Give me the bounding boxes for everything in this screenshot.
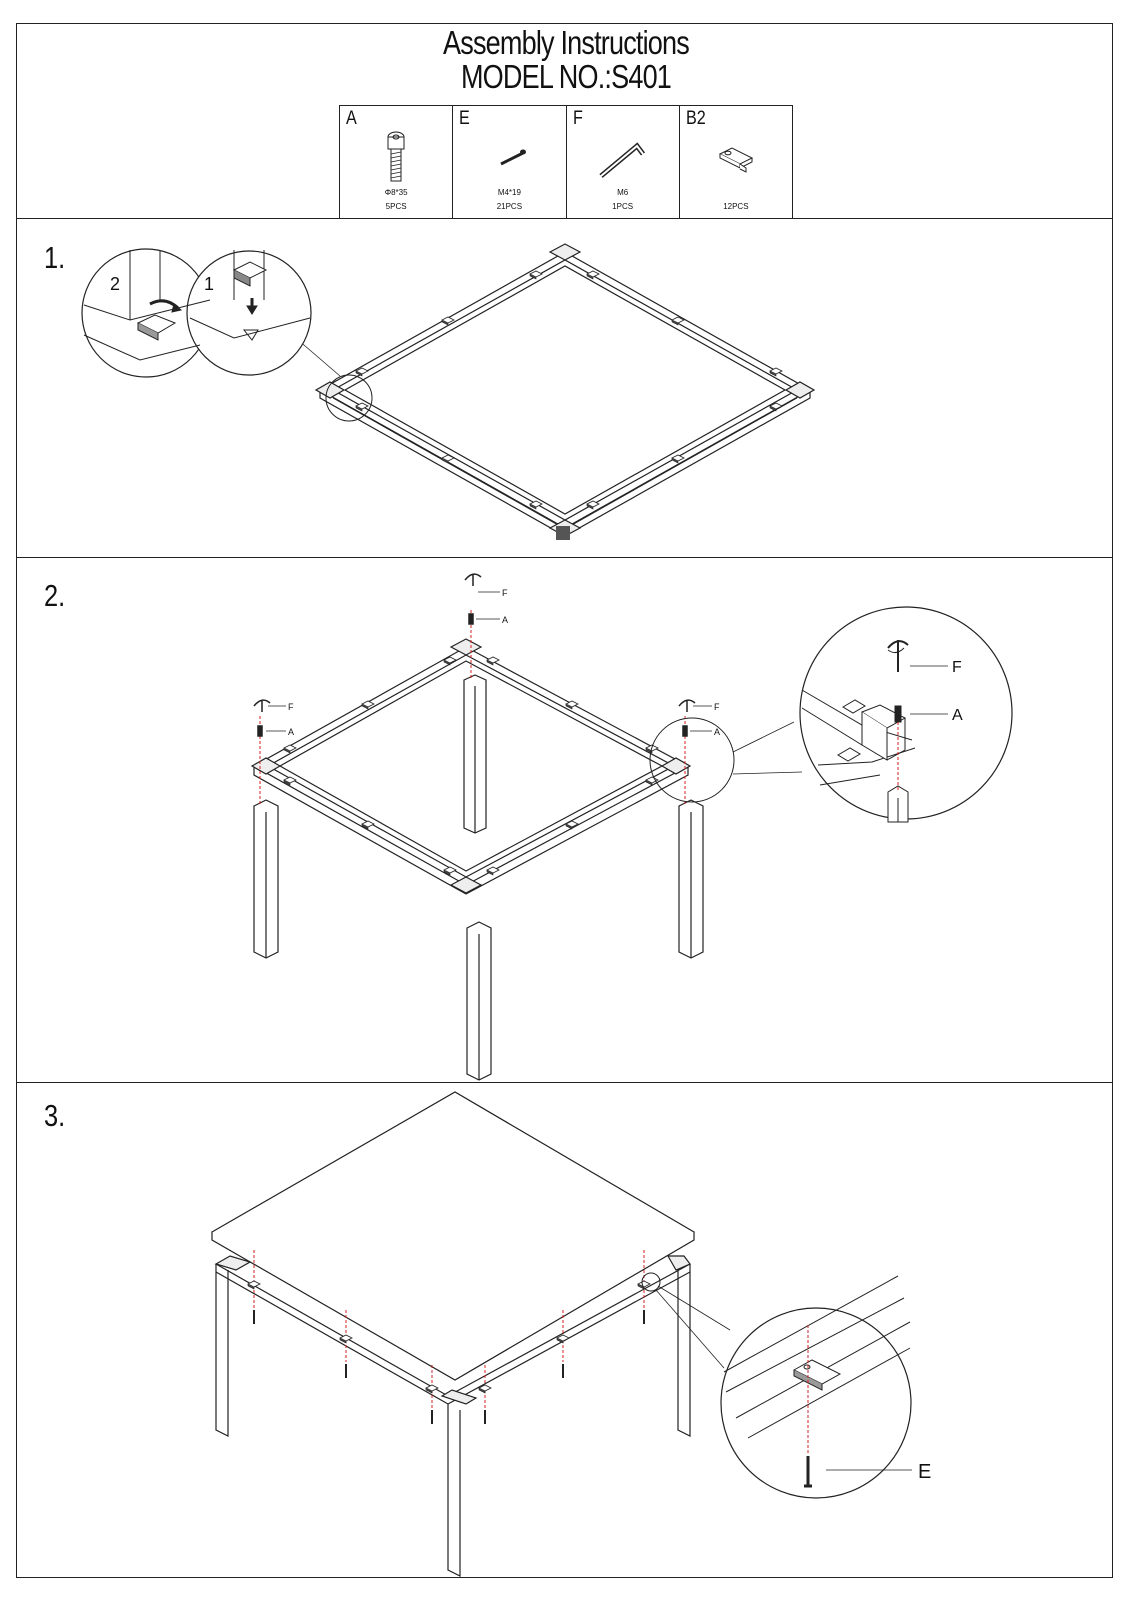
part-e: E M4*19 21PCS xyxy=(452,106,565,218)
callout-label: F xyxy=(288,702,294,712)
part-letter: F xyxy=(572,108,583,129)
part-qty: 5PCS xyxy=(385,202,407,211)
section-divider xyxy=(16,1082,1113,1083)
step3-frame-legs xyxy=(214,1255,691,1577)
allen-key-icon xyxy=(598,142,645,178)
callout-label: A xyxy=(288,727,294,737)
part-qty: 1PCS xyxy=(612,202,634,211)
part-qty: 21PCS xyxy=(496,202,523,211)
part-letter: E xyxy=(459,108,471,129)
step1-zoom-callouts: 2 1 xyxy=(81,248,312,378)
detail-circle xyxy=(649,717,735,803)
part-letter: A xyxy=(346,108,357,129)
callout-label: 1 xyxy=(204,274,214,294)
step-number: 3. xyxy=(44,1098,66,1133)
step2-frame xyxy=(250,638,692,895)
step3-screws xyxy=(253,1310,645,1424)
model-number: MODEL NO.:S401 xyxy=(460,58,672,95)
step3-tabletop xyxy=(210,1091,696,1381)
part-spec: M4*19 xyxy=(497,188,521,197)
step-number: 2. xyxy=(44,578,66,613)
step2-hardware xyxy=(253,573,712,737)
step-number: 1. xyxy=(44,240,66,275)
step3-zoom-callout: E xyxy=(720,1275,931,1499)
part-f: F M6 1PCS xyxy=(565,106,679,218)
bracket-icon xyxy=(718,147,753,173)
step2-zoom-callout: F A xyxy=(799,606,1013,823)
callout-label: A xyxy=(952,707,963,724)
callout-label: A xyxy=(502,615,508,625)
screw-icon xyxy=(500,149,527,166)
callout-label: F xyxy=(714,702,720,712)
detail-circle xyxy=(325,374,373,422)
detail-circle xyxy=(641,1272,661,1292)
step1-clips xyxy=(355,270,783,510)
step1-frame xyxy=(314,243,816,540)
section-divider xyxy=(16,557,1113,558)
callout-label: 2 xyxy=(110,274,120,294)
part-spec: M6 xyxy=(617,188,629,197)
part-qty: 12PCS xyxy=(723,202,749,211)
callout-label: E xyxy=(918,1461,931,1483)
part-b2: B2 12PCS xyxy=(678,106,792,218)
callout-label: F xyxy=(952,659,962,676)
bolt-icon xyxy=(387,131,405,182)
part-a: A Φ8*35 5PCS xyxy=(340,106,452,218)
step2-legs xyxy=(253,674,704,1081)
part-letter: B2 xyxy=(685,108,706,129)
page-frame xyxy=(16,23,1113,1578)
callout-label: F xyxy=(502,588,508,598)
callout-label: A xyxy=(714,727,720,737)
document-title: Assembly Instructions xyxy=(443,24,690,61)
part-spec: Φ8*35 xyxy=(384,188,408,197)
parts-table: A Φ8*35 5PCS E M4*19 21PCS F xyxy=(339,105,793,219)
step2-small-labels: F A F A F A xyxy=(288,588,720,737)
